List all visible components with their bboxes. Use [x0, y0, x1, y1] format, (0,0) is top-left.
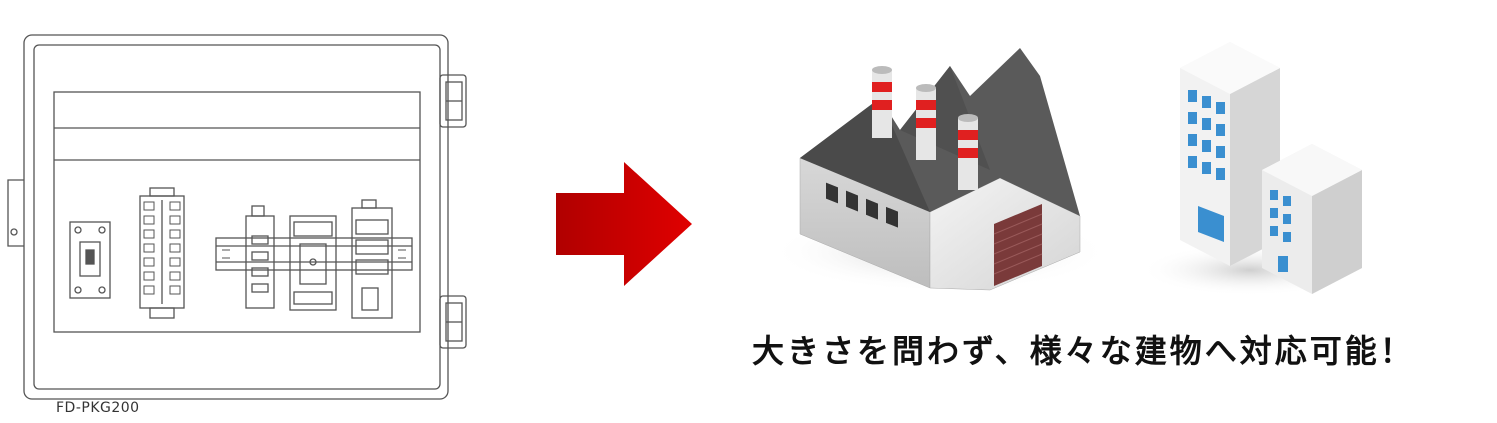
chimney-1: [872, 66, 892, 138]
enclosure-inner: [33, 44, 441, 390]
model-label: FD-PKG200: [56, 400, 140, 416]
chimney-3: [958, 114, 978, 190]
terminal-block: [139, 187, 185, 319]
power-supply: [289, 215, 337, 311]
office-building-icon: [1140, 42, 1362, 296]
din-rail: [215, 237, 413, 271]
hinge-top: [439, 74, 467, 128]
tagline: 大きさを問わず、様々な建物へ対応可能！: [752, 332, 1415, 370]
factory-icon: [780, 48, 1110, 292]
control-panel-drawing: [7, 34, 467, 400]
right-arrow-icon: [556, 162, 692, 286]
circuit-breaker: [69, 221, 111, 299]
din-module-1: [245, 205, 275, 309]
enclosure-outer: [23, 34, 449, 400]
latch-left: [7, 179, 24, 247]
buildings-illustration: [780, 42, 1362, 296]
chimney-2: [916, 84, 936, 160]
mounting-plate: [53, 91, 421, 333]
hinge-bottom: [439, 295, 467, 349]
controller-module: [351, 199, 393, 319]
